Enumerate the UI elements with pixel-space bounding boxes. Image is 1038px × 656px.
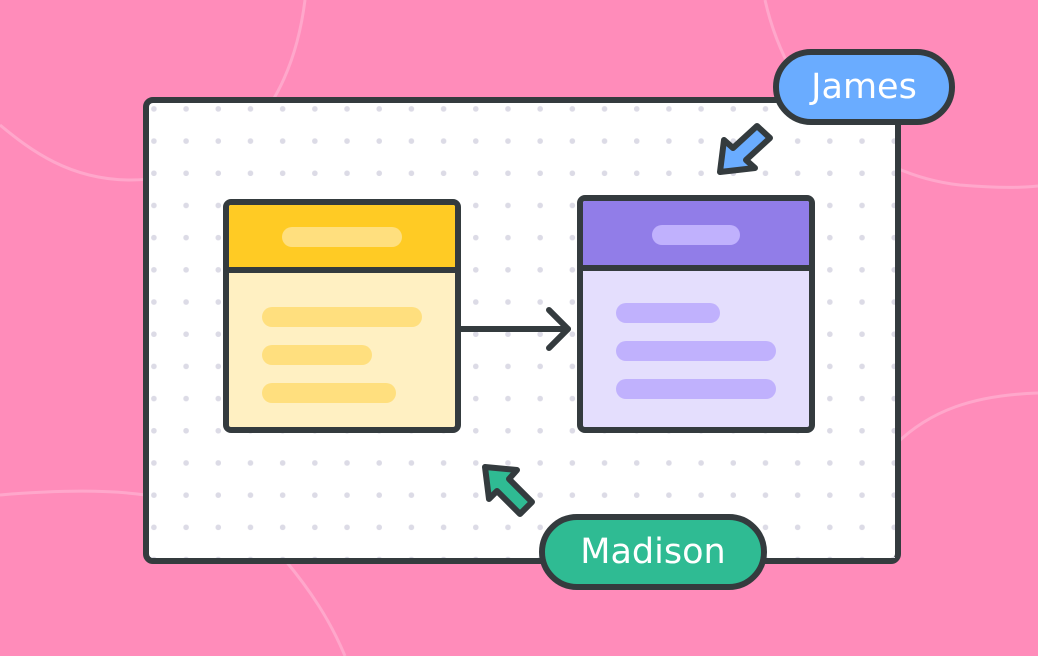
target-card-line-2 <box>616 341 776 361</box>
collaborator-name-madison: Madison <box>580 532 726 572</box>
collaborator-name-james: James <box>811 67 917 107</box>
cursor-madison-icon <box>482 464 535 517</box>
collaborator-badge-james: James <box>773 49 955 125</box>
source-card-line-2 <box>262 345 372 365</box>
source-card-title-placeholder <box>282 227 402 247</box>
collaborator-badge-madison: Madison <box>539 514 767 590</box>
target-card-header <box>583 201 809 271</box>
target-card-line-3 <box>616 379 776 399</box>
source-card-line-1 <box>262 307 422 327</box>
source-card[interactable] <box>223 199 461 433</box>
target-card[interactable] <box>577 195 815 433</box>
target-card-title-placeholder <box>652 225 740 245</box>
source-card-header <box>229 205 455 273</box>
source-card-line-3 <box>262 383 396 403</box>
cursor-james-icon <box>717 123 773 175</box>
connector-arrow[interactable] <box>455 305 580 355</box>
target-card-line-1 <box>616 303 720 323</box>
